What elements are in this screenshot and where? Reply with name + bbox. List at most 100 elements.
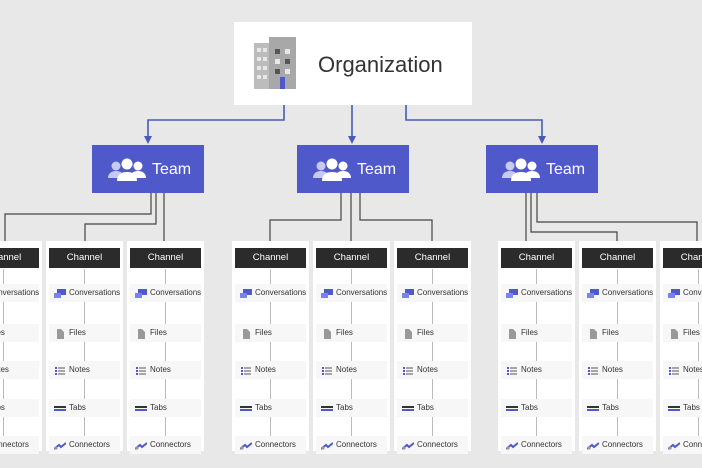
channel-item-label: Connectors [417, 440, 458, 449]
channel-connector-line [3, 269, 4, 439]
channel-item-label: Tabs [69, 403, 86, 412]
channel-item: Notes [582, 361, 653, 379]
channel-item-label: Notes [521, 365, 542, 374]
channel-header: Channel [0, 248, 39, 268]
channel-item: Tabs [0, 399, 39, 417]
chat-icon [54, 288, 66, 298]
channel-item-label: Notes [69, 365, 90, 374]
channel-connector-line [351, 269, 352, 439]
channel-item-label: Connectors [0, 440, 29, 449]
channel-item-label: Conversations [336, 288, 387, 297]
connector-icon [320, 440, 334, 450]
channel-item-label: Notes [336, 365, 357, 374]
file-icon [240, 328, 252, 339]
channel-item-label: Files [69, 328, 86, 337]
channel-item: Notes [663, 361, 702, 379]
channel-item: Tabs [130, 399, 201, 417]
team-label: Team [152, 161, 192, 178]
team-label: Team [357, 161, 397, 178]
channel-item-label: Files [150, 328, 167, 337]
channel-item-label: Connectors [521, 440, 562, 449]
channel-item-label: Notes [602, 365, 623, 374]
channel-item-label: Conversations [0, 288, 39, 297]
channel-item: Conversations [49, 284, 120, 302]
channel-item: Tabs [582, 399, 653, 417]
channel-item: Connectors [49, 436, 120, 454]
channel-header: Channel [582, 248, 653, 268]
tabs-icon [321, 403, 333, 413]
channel-item-label: Connectors [150, 440, 191, 449]
channel-header: Channel [235, 248, 306, 268]
connector-icon [53, 440, 67, 450]
channel-item: Files [316, 324, 387, 342]
team-node-1: Team [92, 145, 204, 193]
channel-item: Connectors [582, 436, 653, 454]
channel-header: Channel [397, 248, 468, 268]
file-icon [506, 328, 518, 339]
channel-item-label: Files [336, 328, 353, 337]
channel-item: Notes [235, 361, 306, 379]
channel-item: Connectors [0, 436, 39, 454]
channel-item: Files [49, 324, 120, 342]
connector-icon [505, 440, 519, 450]
channel-item-label: Tabs [336, 403, 353, 412]
channel-item-label: Notes [0, 365, 9, 374]
tabs-icon [506, 403, 518, 413]
channel-item: Notes [501, 361, 572, 379]
connector-icon [239, 440, 253, 450]
list-icon [240, 365, 252, 375]
channel-item-label: Tabs [602, 403, 619, 412]
channel-item: Notes [397, 361, 468, 379]
channel-item-label: Tabs [683, 403, 700, 412]
channel-header: Channel [501, 248, 572, 268]
channel-item: Conversations [501, 284, 572, 302]
channel-item-label: Connectors [336, 440, 377, 449]
file-icon [402, 328, 414, 339]
channel-item: Conversations [235, 284, 306, 302]
channel-item: Conversations [397, 284, 468, 302]
channel-column: ChannelConversationsFilesNotesTabsConnec… [660, 241, 702, 454]
channel-connector-line [536, 269, 537, 439]
channel-column: ChannelConversationsFilesNotesTabsConnec… [0, 241, 42, 454]
chat-icon [587, 288, 599, 298]
channel-item-label: Conversations [683, 288, 702, 297]
channel-item: Notes [0, 361, 39, 379]
list-icon [135, 365, 147, 375]
channel-item: Conversations [663, 284, 702, 302]
channel-item-label: Tabs [150, 403, 167, 412]
channel-item: Tabs [663, 399, 702, 417]
channel-item: Files [130, 324, 201, 342]
channel-connector-line [270, 269, 271, 439]
tabs-icon [668, 403, 680, 413]
channel-item: Conversations [582, 284, 653, 302]
channel-header: Channel [316, 248, 387, 268]
channel-item: Files [501, 324, 572, 342]
list-icon [321, 365, 333, 375]
connector-icon [586, 440, 600, 450]
channel-item: Files [0, 324, 39, 342]
channel-item: Notes [316, 361, 387, 379]
tabs-icon [402, 403, 414, 413]
channel-item: Files [582, 324, 653, 342]
building-icon [254, 37, 296, 89]
people-icon [313, 158, 351, 181]
channel-item: Connectors [501, 436, 572, 454]
channel-item: Connectors [316, 436, 387, 454]
team-node-2: Team [297, 145, 409, 193]
channel-item-label: Tabs [255, 403, 272, 412]
channel-item-label: Notes [150, 365, 171, 374]
channel-item-label: Connectors [69, 440, 110, 449]
channel-item: Files [235, 324, 306, 342]
list-icon [54, 365, 66, 375]
tabs-icon [240, 403, 252, 413]
tabs-icon [135, 403, 147, 413]
connector-icon [401, 440, 415, 450]
channel-item: Conversations [130, 284, 201, 302]
chat-icon [321, 288, 333, 298]
